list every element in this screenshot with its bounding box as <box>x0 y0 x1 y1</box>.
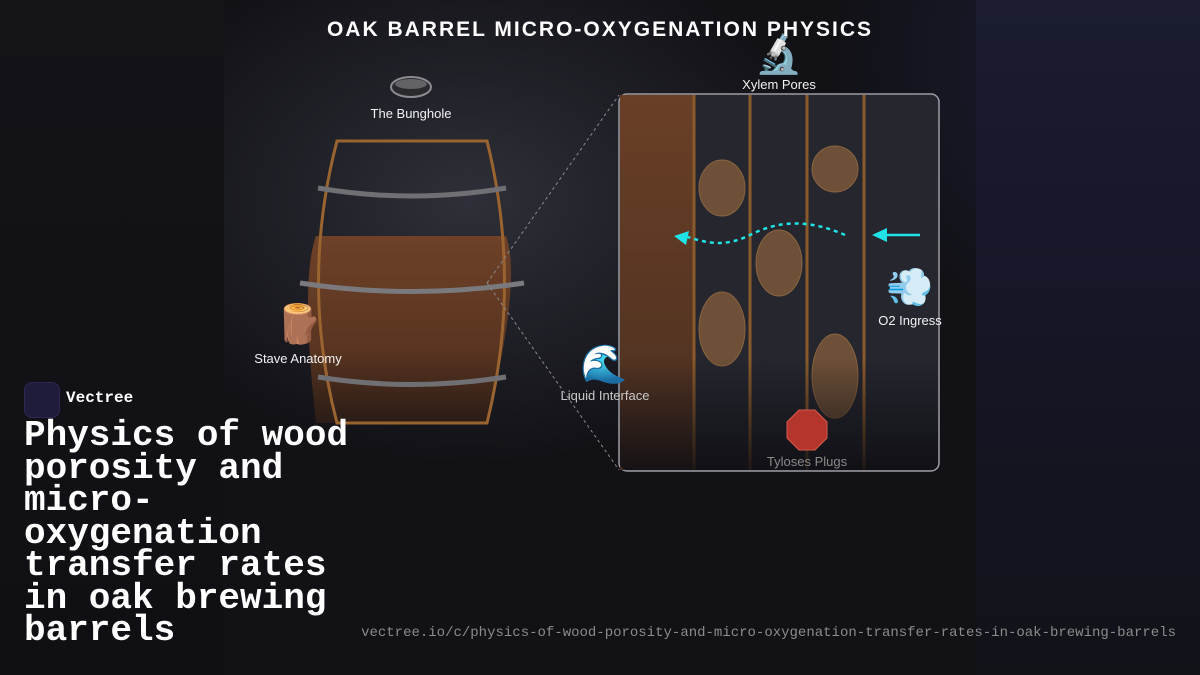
headline: Physics of wood porosity and micro-oxyge… <box>24 415 349 651</box>
source-url: vectree.io/c/physics-of-wood-porosity-an… <box>361 625 1176 641</box>
brand-logo-badge <box>24 382 60 418</box>
wood-log-icon: 🪵 <box>275 302 323 346</box>
liquid-interface-label: Liquid Interface <box>560 388 650 403</box>
bunghole-label: The Bunghole <box>370 106 452 121</box>
oxygen-flow-path <box>674 222 846 245</box>
barrel-body <box>299 139 525 425</box>
stop-sign-icon <box>786 409 828 451</box>
tyloses-plugs-label: Tyloses Plugs <box>766 454 848 469</box>
diagram-title: OAK BARREL MICRO-OXYGENATION PHYSICS <box>326 18 874 41</box>
stave-cross-section <box>618 93 940 472</box>
microscope-icon: 🔬 <box>755 32 803 76</box>
o2-ingress-label: O2 Ingress <box>878 313 942 328</box>
brand-name: Vectree <box>66 389 134 407</box>
oxygen-ingress-arrow <box>872 228 920 242</box>
right-shade-panel <box>976 0 1200 675</box>
zoom-guide-lines <box>486 94 620 471</box>
xylem-pores-label: Xylem Pores <box>742 77 816 92</box>
left-shade-panel <box>0 0 224 675</box>
wave-icon: 🌊 <box>580 342 628 386</box>
bunghole-icon <box>390 76 432 98</box>
dash-air-icon: 💨 <box>886 265 934 309</box>
stave-anatomy-label: Stave Anatomy <box>254 351 342 366</box>
